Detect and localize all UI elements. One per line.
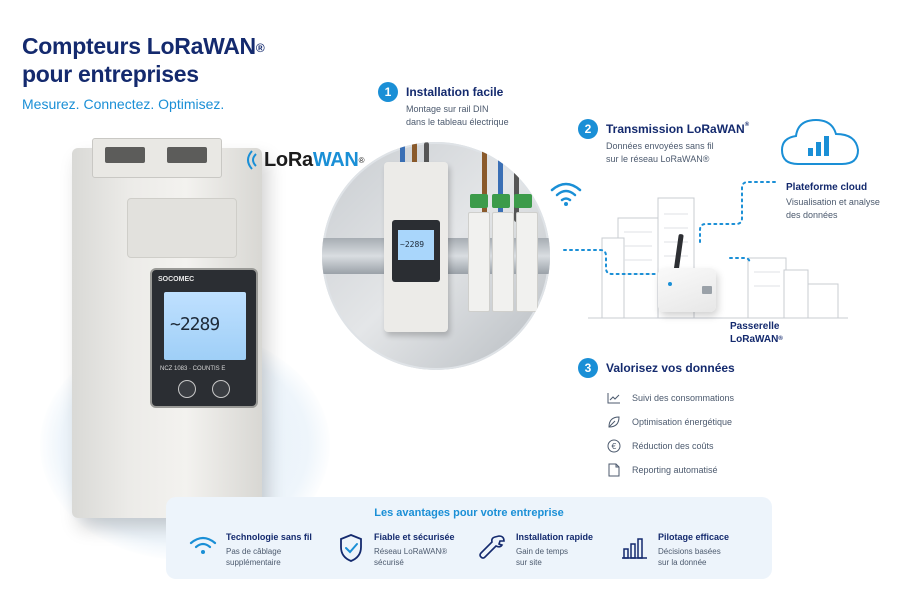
step-1-title: Installation facile — [406, 85, 504, 99]
meter-ridge — [127, 198, 237, 258]
circuit-breaker — [516, 212, 538, 312]
value-list: Suivi des consommations Optimisation éne… — [606, 386, 734, 482]
trend-chart-icon — [606, 390, 622, 406]
title-line2: pour entreprises — [22, 61, 199, 87]
benefit-title: Installation rapide — [516, 532, 594, 542]
step-3-title: Valorisez vos données — [606, 361, 735, 375]
circuit-breaker — [468, 212, 490, 312]
wire — [498, 142, 503, 222]
lorawan-logo: LoRaWAN® — [244, 148, 364, 172]
value-item-label: Réduction des coûts — [632, 441, 714, 451]
meter-model: NCZ 1083 · COUNTIS E — [160, 366, 226, 372]
list-item: Optimisation énergétique — [606, 410, 734, 434]
lorawan-logo-text: LoRaWAN — [264, 148, 359, 171]
benefit-title: Pilotage efficace — [658, 532, 730, 542]
step-1-number: 1 — [378, 82, 398, 102]
installed-meter-face: ~2289 — [392, 220, 440, 282]
step-2-title: Transmission LoRaWAN® — [606, 122, 750, 136]
wireless-signal-icon — [550, 182, 582, 206]
svg-text:€: € — [611, 442, 616, 451]
meter-button — [178, 380, 196, 398]
terminal-slot — [167, 147, 207, 163]
benefit-title: Technologie sans fil — [226, 532, 312, 542]
terminal-slot — [105, 147, 145, 163]
gateway-port — [702, 286, 712, 294]
installation-photo: ~2289 — [322, 142, 550, 370]
dotted-connection-lines — [563, 181, 779, 275]
benefit-description: Réseau LoRaWAN®sécurisé — [374, 547, 448, 567]
meter-display-value: ~2289 — [170, 314, 220, 335]
gateway-device — [658, 268, 716, 312]
list-item: € Réduction des coûts — [606, 434, 734, 458]
step-2-number: 2 — [578, 119, 598, 139]
wifi-icon — [186, 531, 220, 565]
benefit-title: Fiable et sécurisée — [374, 532, 455, 542]
benefits-title: Les avantages pour votre entreprise — [374, 507, 564, 519]
cloud-title: Plateforme cloud — [786, 182, 868, 193]
leaf-icon — [606, 414, 622, 430]
benefit-secure: Fiable et sécurisée Réseau LoRaWAN®sécur… — [334, 531, 484, 571]
meter-button — [212, 380, 230, 398]
benefits-panel: Les avantages pour votre entreprise Tech… — [166, 497, 772, 579]
value-item-label: Suivi des consommations — [632, 393, 735, 403]
meter-lcd: ~2289 — [164, 292, 246, 360]
energy-meter-image: SOCOMEC ~2289 NCZ 1083 · COUNTIS E — [72, 138, 272, 523]
circuit-breaker — [492, 212, 514, 312]
title-registered-mark: ® — [255, 41, 265, 55]
list-item: Suivi des consommations — [606, 386, 734, 410]
terminal-block — [492, 194, 510, 208]
euro-icon: € — [606, 438, 622, 454]
meter-top-terminal — [92, 138, 222, 178]
page-subtitle: Mesurez. Connectez. Optimisez. — [22, 96, 225, 112]
logo-registered-mark: ® — [358, 155, 365, 165]
value-item-label: Optimisation énergétique — [632, 417, 733, 427]
wrench-icon — [476, 531, 510, 565]
wire — [514, 142, 519, 222]
cloud-chart-icon — [780, 118, 860, 165]
bar-chart-icon — [618, 531, 652, 565]
list-item: Reporting automatisé — [606, 458, 734, 482]
installed-meter: ~2289 — [384, 162, 448, 332]
terminal-block — [514, 194, 532, 208]
document-icon — [606, 462, 622, 478]
title-line1: Compteurs LoRaWAN — [22, 33, 256, 59]
signal-wave-icon — [247, 150, 257, 170]
terminal-block — [470, 194, 488, 208]
value-item-label: Reporting automatisé — [632, 465, 718, 475]
shield-check-icon — [334, 531, 368, 565]
installed-meter-lcd: ~2289 — [398, 230, 434, 260]
page-title: Compteurs LoRaWAN® pour entreprises — [22, 32, 265, 88]
gateway-led — [668, 282, 672, 286]
wire — [482, 142, 487, 222]
meter-brand: SOCOMEC — [158, 276, 195, 283]
meter-face: SOCOMEC ~2289 NCZ 1083 · COUNTIS E — [150, 268, 258, 408]
step-3-number: 3 — [578, 358, 598, 378]
